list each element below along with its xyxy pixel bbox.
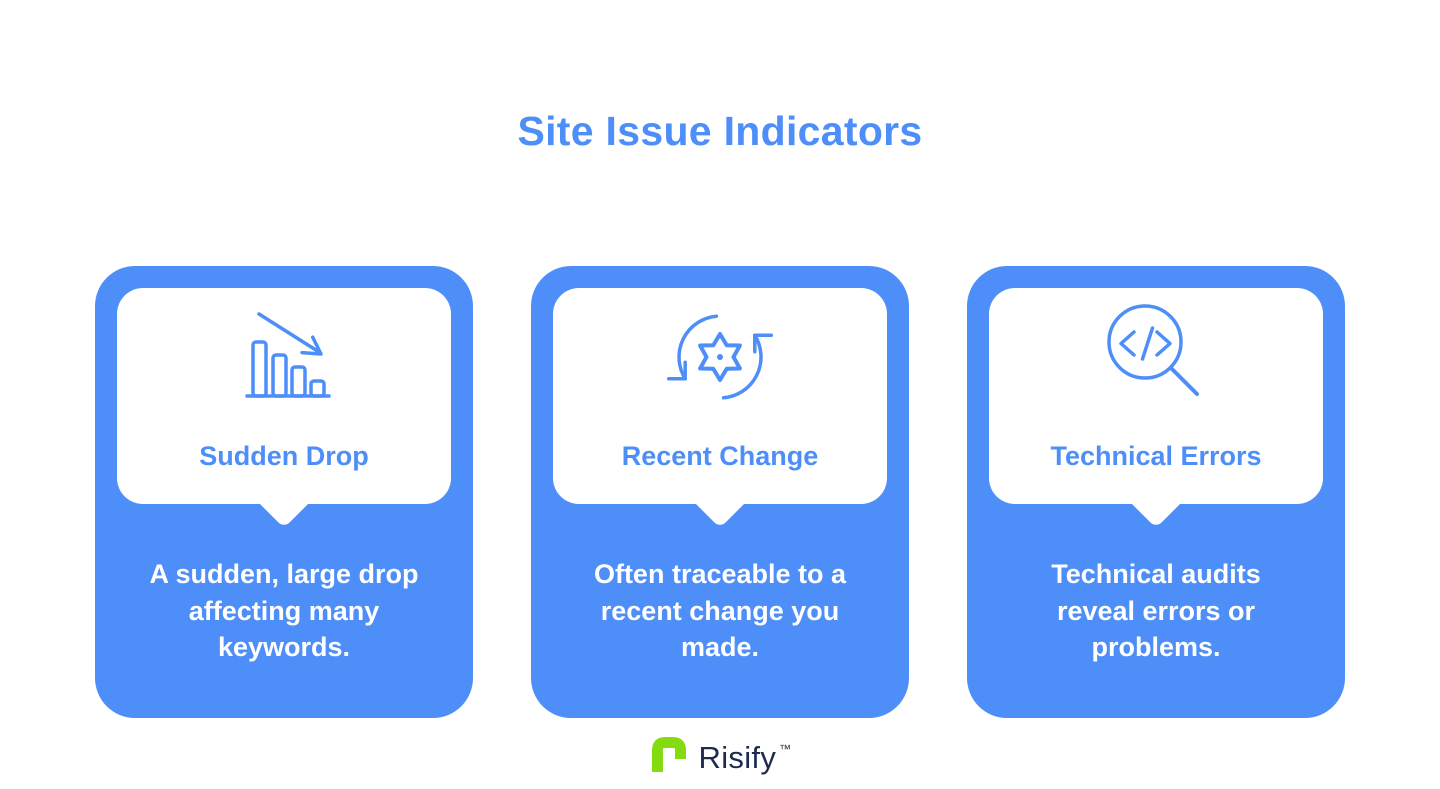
page-title: Site Issue Indicators: [517, 108, 923, 154]
brand-name: Risify ™: [699, 740, 792, 776]
bubble-tail: [259, 479, 309, 529]
card-heading: Technical Errors: [1050, 441, 1262, 471]
card-heading: Sudden Drop: [199, 441, 369, 471]
card-bubble: Sudden Drop: [117, 288, 451, 529]
card-description: A sudden, large drop affecting many keyw…: [149, 559, 419, 662]
card-technical-errors: Technical Errors Technical audits reveal…: [967, 266, 1345, 718]
card-heading: Recent Change: [621, 441, 819, 471]
refresh-gear-icon: [665, 300, 775, 410]
card-description: Often traceable to a recent change you m…: [593, 559, 847, 662]
card-recent-change: Recent Change Often traceable to a recen…: [531, 266, 909, 718]
trademark-symbol: ™: [779, 741, 792, 756]
brand-text: Risify: [698, 739, 777, 775]
risify-logo-icon: [649, 736, 687, 779]
card-sudden-drop: Sudden Drop A sudden, large drop affecti…: [95, 266, 473, 718]
footer-logo: Risify ™: [0, 736, 1440, 779]
declining-bar-chart-icon: [229, 300, 339, 410]
cards-row: Sudden Drop A sudden, large drop affecti…: [0, 266, 1440, 718]
code-magnifier-icon: [1101, 300, 1211, 410]
card-bubble: Recent Change: [553, 288, 887, 529]
card-description: Technical audits reveal errors or proble…: [1051, 559, 1261, 662]
bubble-tail: [1131, 479, 1181, 529]
bubble-tail: [695, 479, 745, 529]
card-bubble: Technical Errors: [989, 288, 1323, 529]
